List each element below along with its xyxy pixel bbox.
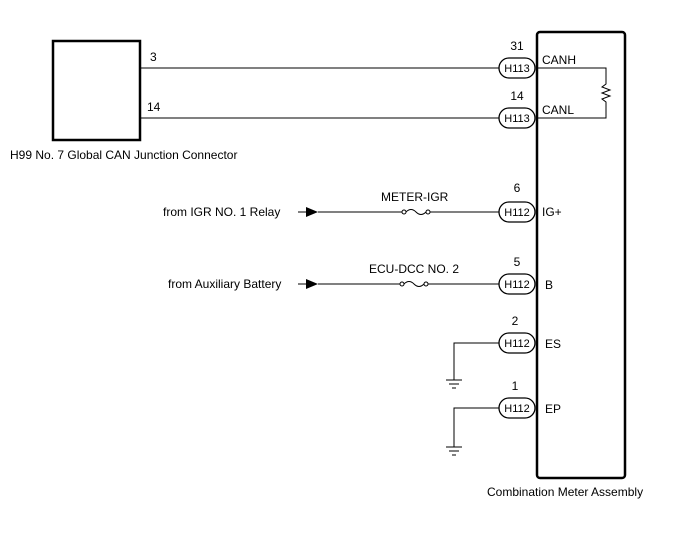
junction-pin-3: 3	[150, 50, 157, 64]
can-junction-connector-box	[51, 39, 142, 142]
terminal-pin-number: 1	[512, 379, 519, 393]
aux-battery-source-label: from Auxiliary Battery	[168, 277, 281, 291]
meter-igr-fuse-label: METER-IGR	[381, 190, 449, 204]
terminal-name: IG+	[542, 205, 562, 219]
junction-pin-14: 14	[147, 100, 161, 114]
arrow-right-icon	[298, 279, 318, 289]
terminal-pin-number: 6	[514, 181, 521, 195]
resistor-icon	[537, 67, 612, 119]
terminal-es: 2 H112 ES	[498, 314, 561, 354]
can-junction-connector-label: H99 No. 7 Global CAN Junction Connector	[10, 148, 237, 162]
terminal-connector-id: H112	[504, 279, 529, 291]
ep-ground-wire	[453, 407, 499, 447]
terminal-ep: 1 H112 EP	[498, 379, 561, 419]
terminal-connector-id: H113	[504, 63, 529, 75]
fuse-icon	[401, 209, 431, 215]
ground-icon	[446, 446, 462, 456]
terminal-b: 5 H112 B	[498, 255, 553, 295]
combination-meter-box	[535, 30, 627, 480]
combination-meter-label: Combination Meter Assembly	[487, 485, 643, 499]
terminal-pin-number: 31	[510, 39, 524, 53]
terminal-name: CANH	[542, 53, 576, 67]
igr-source-label: from IGR NO. 1 Relay	[163, 205, 280, 219]
terminal-canl: 14 H113 CANL	[498, 89, 574, 129]
fuse-icon	[399, 281, 429, 287]
terminal-pin-number: 2	[512, 314, 519, 328]
terminal-name: ES	[545, 337, 561, 351]
terminal-connector-id: H112	[504, 338, 529, 350]
arrow-right-icon	[298, 207, 318, 217]
terminal-name: CANL	[542, 103, 574, 117]
ground-icon	[446, 379, 462, 389]
terminal-name: EP	[545, 402, 561, 416]
terminal-canh: 31 H113 CANH	[498, 39, 576, 79]
ecu-dcc-fuse-label: ECU-DCC NO. 2	[369, 262, 459, 276]
terminal-pin-number: 14	[510, 89, 524, 103]
terminal-connector-id: H112	[504, 207, 529, 219]
es-ground-wire	[453, 342, 499, 380]
terminal-connector-id: H112	[504, 403, 529, 415]
terminal-name: B	[545, 278, 553, 292]
terminal-connector-id: H113	[504, 113, 529, 125]
terminal-ig-plus: 6 H112 IG+	[498, 181, 562, 223]
terminal-pin-number: 5	[514, 255, 521, 269]
